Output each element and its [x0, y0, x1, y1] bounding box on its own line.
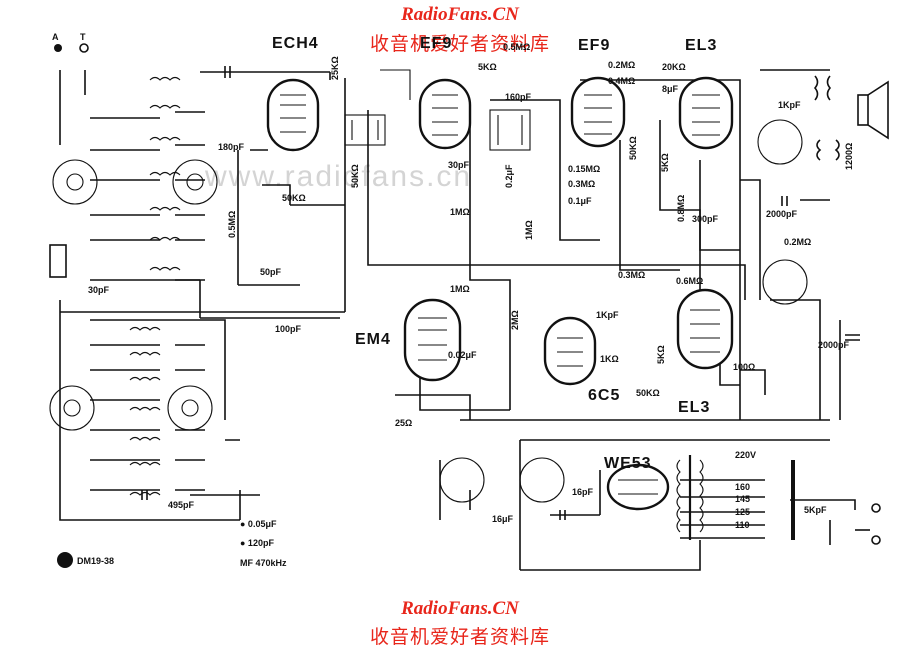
label-r100: 100Ω — [733, 362, 755, 372]
label-c16p: 16pF — [572, 487, 594, 497]
label-r50k-b: 50KΩ — [350, 164, 360, 188]
label-r1k: 1KΩ — [600, 354, 619, 364]
label-c30p-b: 30pF — [448, 160, 470, 170]
label-c2000-a: 2000pF — [766, 209, 798, 219]
label-r1m-b: 1MΩ — [524, 220, 534, 240]
label-c100p: 100pF — [275, 324, 302, 334]
label-r5k-b: 5KΩ — [660, 153, 670, 172]
power-transformer — [676, 455, 795, 540]
label-r2m: 2MΩ — [510, 310, 520, 330]
wiring — [59, 69, 870, 571]
tube-we53 — [606, 463, 670, 511]
label-c002: 0.02μF — [448, 350, 477, 360]
label-c495: 495pF — [168, 500, 195, 510]
capacitor-symbols — [141, 66, 860, 520]
label-c01: 0.1μF — [568, 196, 592, 206]
label-r08m: 0.8MΩ — [676, 195, 686, 222]
tube-label-em4: EM4 — [355, 331, 391, 348]
tube-ech4 — [266, 78, 320, 152]
legend-line-2: ● 120pF — [240, 538, 274, 548]
tube-el3-lower — [676, 288, 734, 370]
label-r25: 25Ω — [395, 418, 412, 428]
label-r20k: 20KΩ — [662, 62, 686, 72]
label-r25k: 25KΩ — [330, 56, 340, 80]
tube-label-el3-lower: EL3 — [678, 399, 710, 416]
label-r02m-a: 0.2MΩ — [608, 60, 635, 70]
antenna-label-a: A — [52, 32, 59, 42]
label-r03m-a: 0.3MΩ — [568, 179, 595, 189]
watermark-cn-bottom: 收音机爱好者资料库 — [369, 626, 550, 648]
label-c160: 160pF — [505, 92, 532, 102]
antenna-label-t: T — [80, 32, 86, 42]
tube-label-el3-upper: EL3 — [685, 37, 717, 54]
label-c1kp: 1KpF — [596, 310, 619, 320]
coil-bank-bottom — [129, 326, 161, 496]
label-c5kp: 5KpF — [804, 505, 827, 515]
watermark-ghost-url: www.radiofans.cn — [205, 160, 473, 193]
mains-tap-220: 220V — [735, 450, 756, 460]
label-c1k: 1KpF — [778, 100, 801, 110]
tube-el3-upper — [678, 76, 734, 150]
label-r50k-d: 50KΩ — [636, 388, 660, 398]
tube-label-we53: WE53 — [604, 455, 652, 472]
label-r5k-top: 5KΩ — [478, 62, 497, 72]
tube-label-ech4: ECH4 — [272, 35, 319, 52]
legend-line-1: ● 0.05μF — [240, 519, 277, 529]
coil-bank-top — [149, 76, 181, 271]
label-r1m-a: 1MΩ — [450, 207, 470, 217]
tube-label-ef9-second: EF9 — [578, 37, 610, 54]
label-c180: 180pF — [218, 142, 245, 152]
label-r06m: 0.6MΩ — [676, 276, 703, 286]
tube-ef9-first — [418, 78, 472, 150]
antenna-terminals — [49, 43, 89, 278]
octal-sockets — [439, 119, 808, 503]
label-c50p: 50pF — [260, 267, 282, 277]
tube-label-6c5: 6C5 — [588, 387, 620, 404]
watermark-site-bottom: RadioFans.CN — [401, 598, 519, 619]
tube-ef9-second — [570, 76, 626, 148]
label-c2000-b: 2000pF — [818, 340, 850, 350]
label-r1200: 1200Ω — [844, 143, 854, 170]
label-r50k-a: 50KΩ — [282, 193, 306, 203]
watermark-site-top: RadioFans.CN — [401, 4, 519, 25]
label-c30p-a: 30pF — [88, 285, 110, 295]
mains-tap-110: 110 — [735, 520, 750, 530]
label-r5k-c: 5KΩ — [656, 345, 666, 364]
loudspeaker-icon — [813, 75, 889, 161]
mains-tap-145: 145 — [735, 494, 750, 504]
label-r02m-b: 0.2MΩ — [784, 237, 811, 247]
label-r50k-c: 50KΩ — [628, 136, 638, 160]
label-c8: 8μF — [662, 84, 679, 94]
label-c02-a: 0.2μF — [504, 164, 514, 188]
tube-6c5 — [543, 316, 597, 386]
mains-tap-125: 125 — [735, 507, 750, 517]
label-r1m-em: 1MΩ — [450, 284, 470, 294]
wave-switch-lower — [49, 385, 213, 431]
label-r05m-a: 0.5MΩ — [227, 211, 237, 238]
label-r05m-b: 0.5MΩ — [503, 42, 530, 52]
mains-terminals — [871, 503, 881, 545]
legend-line-3: MF 470kHz — [240, 558, 287, 568]
label-r03m-b: 0.3MΩ — [618, 270, 645, 280]
mains-tap-160: 160 — [735, 482, 750, 492]
watermark-cn-top: 收音机爱好者资料库 — [369, 33, 550, 55]
tube-em4 — [403, 298, 462, 382]
label-c16m: 16μF — [492, 514, 514, 524]
drawing-code: DM19-38 — [77, 556, 114, 566]
wave-switch-upper — [52, 159, 218, 205]
label-c300: 300pF — [692, 214, 719, 224]
label-c015: 0.15MΩ — [568, 164, 600, 174]
drawing-code-badge: DM19-38 — [57, 552, 114, 568]
tube-label-ef9-first: EF9 — [420, 35, 452, 52]
if-transformers — [344, 69, 531, 151]
label-r04m: 0.4MΩ — [608, 76, 635, 86]
